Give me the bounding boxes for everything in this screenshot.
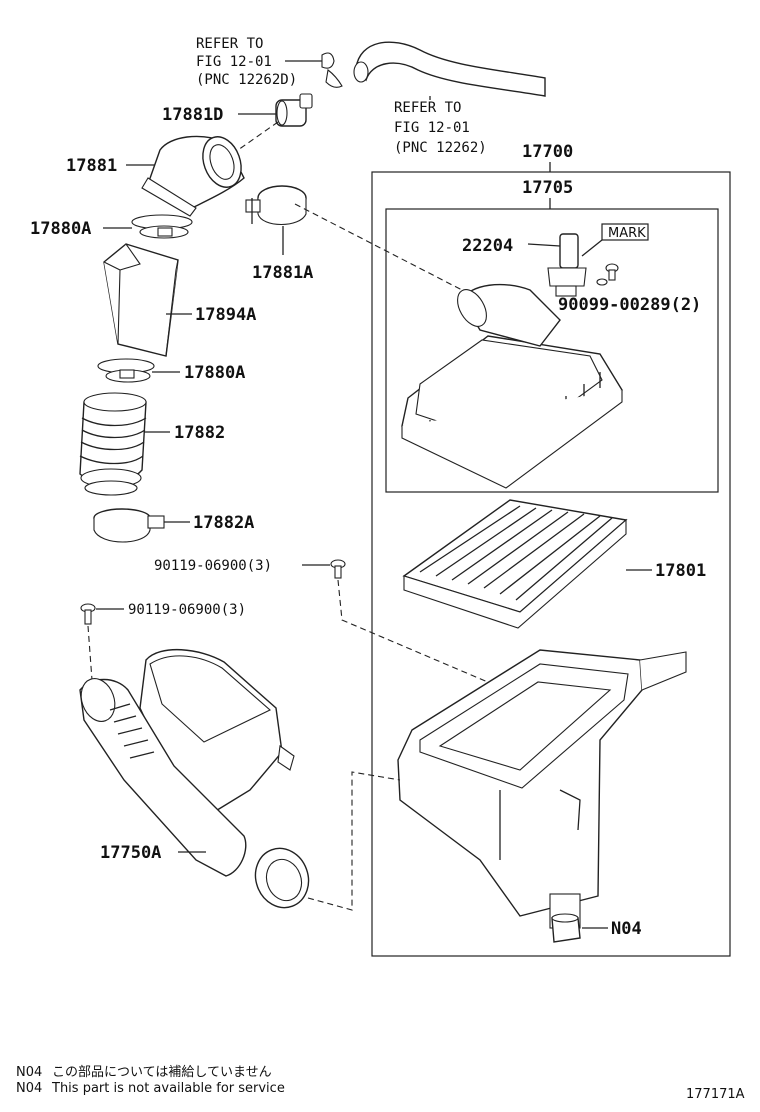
label-17750a: 17750A <box>100 843 161 863</box>
screw-90119-a-icon <box>330 559 346 579</box>
label-17882a: 17882A <box>193 513 254 533</box>
screw-90099-icon <box>596 263 619 286</box>
label-17881a: 17881A <box>252 263 313 283</box>
label-22204: 22204 <box>462 236 513 256</box>
note-jp-code: N04 <box>16 1065 42 1080</box>
gasket-17880a-top-icon <box>131 214 193 239</box>
band-clamp-17882a-icon <box>93 508 165 543</box>
label-17881d: 17881D <box>162 105 223 125</box>
note-en-text: This part is not available for service <box>51 1081 285 1096</box>
air-filter-element-17801-icon <box>402 499 628 629</box>
label-90119-a: 90119-06900(3) <box>154 558 272 574</box>
ref-b-line3: (PNC 12262) <box>394 140 487 156</box>
label-90119-b: 90119-06900(3) <box>128 602 246 618</box>
vent-hose-icon <box>353 41 546 97</box>
screw-90119-b-icon <box>80 603 96 625</box>
label-90099: 90099-00289(2) <box>558 295 701 315</box>
reference-fig-12-01-12262d: REFER TO FIG 12-01 (PNC 12262D) <box>196 36 297 88</box>
mark-tag <box>601 223 649 241</box>
assembly-17700-box <box>371 171 731 957</box>
ref-b-line2: FIG 12-01 <box>394 120 470 136</box>
figure-id: 177171A <box>686 1087 745 1102</box>
label-17880a-bottom: 17880A <box>184 363 245 383</box>
grommet-n04-icon <box>551 913 581 943</box>
ref-a-line2: FIG 12-01 <box>196 54 272 70</box>
connector-17881d-icon <box>275 93 313 127</box>
label-n04: N04 <box>611 919 642 939</box>
label-17880a-top: 17880A <box>30 219 91 239</box>
label-17882: 17882 <box>174 423 225 443</box>
label-17705: 17705 <box>522 178 573 198</box>
note-en-code: N04 <box>16 1081 42 1096</box>
note-jp-text: この部品については補給していません <box>52 1065 272 1080</box>
gasket-17880a-bottom-icon <box>97 358 155 383</box>
hose-17882-icon <box>79 392 147 496</box>
label-17801: 17801 <box>655 561 706 581</box>
hose-clip-icon <box>321 52 343 88</box>
ref-a-line3: (PNC 12262D) <box>196 72 297 88</box>
ref-a-line1: REFER TO <box>196 36 263 52</box>
reference-fig-12-01-12262: REFER TO FIG 12-01 (PNC 12262) <box>394 100 487 156</box>
resonator-17894a-icon <box>103 243 179 357</box>
label-17881: 17881 <box>66 156 117 176</box>
mass-air-flow-sensor-22204-icon <box>547 233 587 297</box>
ref-b-line1: REFER TO <box>394 100 461 116</box>
inlet-duct-17750a-icon <box>79 649 310 909</box>
label-17894a: 17894A <box>195 305 256 325</box>
label-17700: 17700 <box>522 142 573 162</box>
elbow-duct-17881-icon <box>141 135 245 217</box>
air-cleaner-case-icon <box>397 649 687 929</box>
assembly-17705-box <box>385 208 719 493</box>
air-cleaner-cap-icon <box>401 283 623 489</box>
band-clamp-17881a-icon <box>245 185 307 225</box>
mark-label: MARK <box>608 226 646 241</box>
